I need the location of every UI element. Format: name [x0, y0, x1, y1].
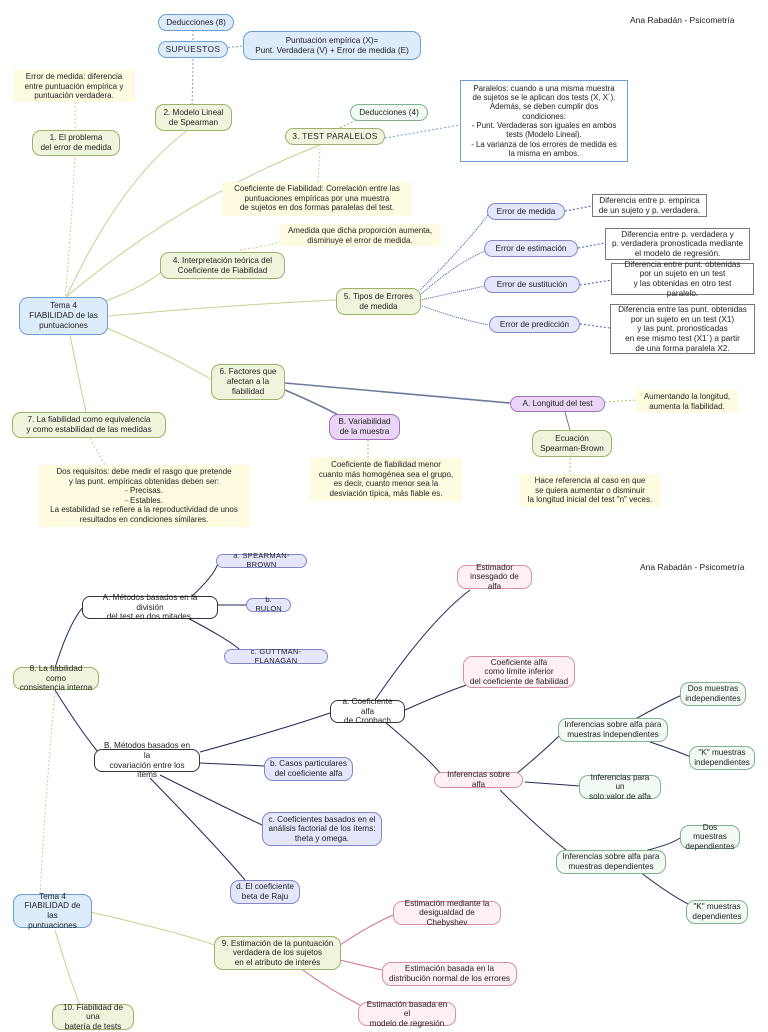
- tema4-root-node[interactable]: Tema 4 FIABILIDAD de las puntuaciones: [19, 297, 108, 335]
- limite-inferior-node[interactable]: Coeficiente alfa como límite inferior de…: [463, 656, 575, 688]
- inferencias-dependientes-node[interactable]: Inferencias sobre alfa para muestras dep…: [556, 850, 666, 874]
- error-medida-node[interactable]: Error de medida: [487, 203, 565, 220]
- modelo-regresion-node[interactable]: Estimación basada en el modelo de regres…: [358, 1000, 456, 1028]
- deducciones-4-node[interactable]: Deducciones (4): [350, 104, 428, 121]
- coeficiente-menor-note: Coeficiente de fiabilidad menor cuanto m…: [310, 458, 462, 501]
- error-estimacion-definition-box: Diferencia entre p. verdadera y p. verda…: [605, 228, 750, 260]
- test-paralelos-node[interactable]: 3. TEST PARALELOS: [285, 128, 385, 145]
- puntuacion-empirica-node[interactable]: Puntuación empírica (X)= Punt. Verdadera…: [243, 31, 421, 60]
- error-estimacion-node[interactable]: Error de estimación: [484, 240, 578, 257]
- estimacion-puntuacion-node[interactable]: 9. Estimación de la puntuación verdadera…: [214, 936, 341, 970]
- equivalencia-estabilidad-node[interactable]: 7. La fiabilidad como equivalencia y com…: [12, 412, 166, 438]
- longitud-test-node[interactable]: A. Longitud del test: [510, 396, 605, 412]
- author-header-bottom: Ana Rabadán - Psicometría: [640, 562, 745, 572]
- coeficiente-fiabilidad-definition: Coeficiente de Fiabilidad: Correlación e…: [222, 182, 412, 216]
- alfa-cronbach-node[interactable]: a. Coeficiente alfa de Cronbach: [330, 697, 405, 725]
- spearman-brown-method-node[interactable]: a. SPEARMAN-BROWN: [216, 551, 307, 569]
- problema-error-node[interactable]: 1. El problema del error de medida: [32, 130, 120, 156]
- deducciones-8-node[interactable]: Deducciones (8): [158, 14, 234, 31]
- rulon-node[interactable]: b. RULON: [246, 595, 291, 613]
- hace-referencia-note: Hace referencia al caso en que se quiera…: [520, 474, 660, 507]
- error-medida-definition: Error de medida: diferencia entre puntua…: [13, 70, 135, 102]
- proporcion-note: Amedida que dicha proporción aumenta, di…: [280, 224, 440, 246]
- tema4-root-bottom-node[interactable]: Tema 4 FIABILIDAD de las puntuaciones: [13, 892, 92, 930]
- tipos-errores-node[interactable]: 5. Tipos de Errores de medida: [336, 288, 421, 315]
- k-dependientes-node[interactable]: "K" muestras dependientes: [686, 900, 748, 924]
- beta-raju-node[interactable]: d. El coeficiente beta de Raju: [230, 880, 300, 904]
- author-header-top: Ana Rabadán - Psicometría: [630, 15, 735, 25]
- error-prediccion-definition-box: Diferencia entre las punt. obtenidas por…: [610, 304, 755, 354]
- metodos-mitades-node[interactable]: A. Métodos basados en la división del te…: [82, 593, 218, 621]
- k-independientes-node[interactable]: "K" muestras independientes: [689, 746, 755, 770]
- inferencias-alfa-node[interactable]: Inferencias sobre alfa: [434, 770, 523, 789]
- factores-node[interactable]: 6. Factores que afectan a la fiabilidad: [211, 364, 285, 400]
- analisis-factorial-node[interactable]: c. Coeficientes basados en el análisis f…: [262, 812, 382, 846]
- bateria-tests-node[interactable]: 10. Fiabilidad de una batería de tests: [52, 1003, 134, 1031]
- aumentando-note: Aumentando la longitud, aumenta la fiabi…: [636, 390, 738, 412]
- error-medida-definition-box: Diferencia entre p. empírica de un sujet…: [592, 194, 707, 217]
- metodos-covariacion-node[interactable]: B. Métodos basados en la covariación ent…: [94, 741, 200, 779]
- chebyshev-node[interactable]: Estimación mediante la desigualdad de Ch…: [393, 899, 501, 927]
- distribucion-normal-node[interactable]: Estimación basada en la distribución nor…: [382, 962, 517, 986]
- error-sustitucion-node[interactable]: Error de sustitución: [484, 276, 580, 293]
- estimador-insesgado-node[interactable]: Estimador insesgado de alfa: [457, 563, 532, 591]
- error-prediccion-node[interactable]: Error de predicción: [489, 316, 580, 333]
- consistencia-interna-node[interactable]: 8. La fiabilidad como consistencia inter…: [13, 664, 99, 692]
- spearman-brown-equation-node[interactable]: Ecuación Spearman-Brown: [532, 430, 612, 457]
- dos-independientes-node[interactable]: Dos muestras independientes: [680, 682, 746, 706]
- guttman-flanagan-node[interactable]: c. GUTTMAN-FLANAGAN: [224, 647, 328, 664]
- paralelos-definition: Paralelos: cuando a una misma muestra de…: [460, 80, 628, 162]
- requisitos-note: Dos requisitos: debe medir el rasgo que …: [38, 465, 250, 527]
- error-sustitucion-definition-box: Diferencia entre punt. obtenidas por un …: [611, 260, 754, 298]
- inferencias-independientes-node[interactable]: Inferencias sobre alfa para muestras ind…: [558, 718, 668, 742]
- un-solo-valor-node[interactable]: Inferencias para un solo valor de alfa: [579, 773, 661, 801]
- interpretacion-node[interactable]: 4. Interpretación teórica del Coeficient…: [160, 252, 285, 279]
- casos-particulares-node[interactable]: b. Casos particulares del coeficiente al…: [264, 757, 353, 781]
- supuestos-node[interactable]: SUPUESTOS: [158, 41, 228, 58]
- variabilidad-muestra-node[interactable]: B. Variabilidad de la muestra: [329, 414, 400, 440]
- dos-dependientes-node[interactable]: Dos muestras dependientes: [680, 823, 740, 851]
- modelo-lineal-node[interactable]: 2. Modelo Lineal de Spearman: [155, 104, 232, 131]
